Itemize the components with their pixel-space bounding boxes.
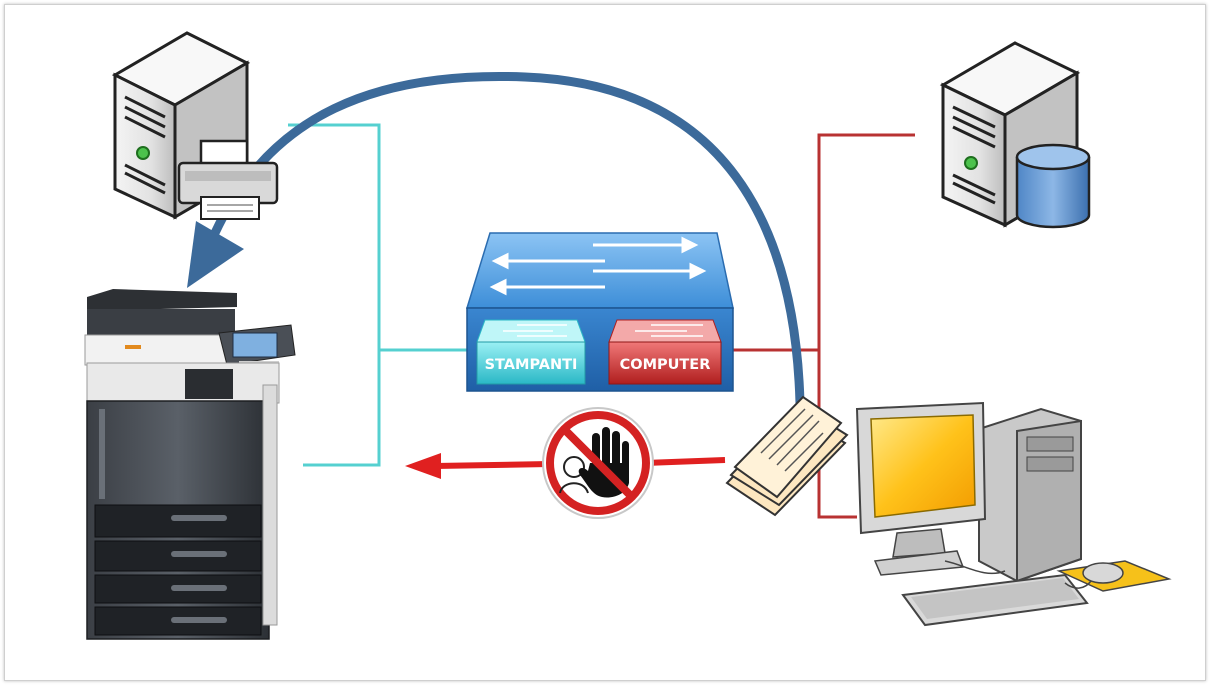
paper-trays	[94, 504, 262, 636]
print-server-link	[288, 123, 475, 352]
blocked-arrow-line-left	[434, 461, 551, 469]
mfp-link	[303, 350, 381, 467]
no-access-sign-icon	[542, 407, 654, 519]
switch-traffic-arrows	[489, 236, 707, 296]
vlan-computers-label: COMPUTER	[620, 357, 711, 373]
vlan-printers-port: STAMPANTI	[476, 319, 586, 385]
print-job-arrowhead	[187, 221, 244, 288]
print-job-path	[187, 71, 805, 404]
network-diagram: STAMPANTI COMPUTER	[84, 31, 1172, 640]
desktop-computer-icon	[855, 401, 1172, 627]
network-switch-icon: STAMPANTI COMPUTER	[465, 232, 734, 392]
vlan-computers-port: COMPUTER	[608, 319, 722, 385]
blocked-arrow-line-right	[644, 457, 726, 466]
print-job-arrow	[210, 71, 805, 404]
diagram-canvas: STAMPANTI COMPUTER	[4, 4, 1206, 681]
multifunction-printer-icon	[84, 289, 296, 640]
printer-vlan-links	[288, 123, 475, 467]
blocked-arrowhead	[405, 453, 441, 479]
computer-vlan-links	[729, 133, 915, 519]
blocked-direct-path	[405, 453, 726, 479]
database-server-icon	[939, 41, 1091, 229]
documents-icon	[725, 395, 849, 517]
print-server-icon	[111, 31, 279, 220]
db-server-link	[817, 133, 915, 519]
vlan-printers-label: STAMPANTI	[485, 357, 578, 373]
